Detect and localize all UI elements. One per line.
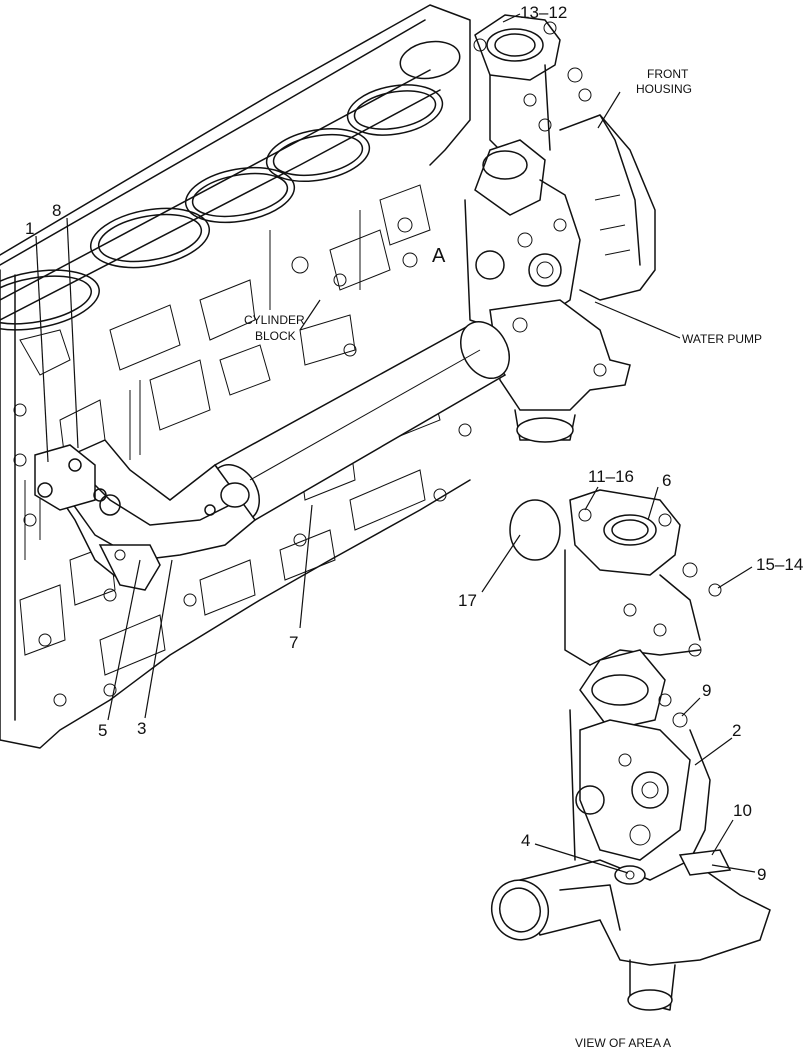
callout-15-14: 15–14 bbox=[756, 555, 803, 574]
front-housing-drawing bbox=[559, 114, 656, 301]
callout-1: 1 bbox=[25, 219, 34, 238]
callout-7: 7 bbox=[289, 633, 298, 652]
callout-13-12: 13–12 bbox=[520, 3, 567, 22]
callout-11-16: 11–16 bbox=[588, 467, 634, 486]
front-housing-label-line2: HOUSING bbox=[636, 82, 692, 96]
water-pump-drawing bbox=[464, 14, 631, 443]
callout-5: 5 bbox=[98, 721, 107, 740]
view-caption: VIEW OF AREA A bbox=[575, 1036, 671, 1050]
front-housing-label-line1: FRONT bbox=[647, 67, 689, 81]
callout-9-lower: 9 bbox=[757, 865, 766, 884]
view-a-drawing bbox=[491, 489, 771, 1011]
callout-3: 3 bbox=[137, 719, 146, 738]
callout-10: 10 bbox=[733, 801, 752, 820]
cylinder-bores bbox=[0, 40, 461, 331]
gasket-shape bbox=[509, 499, 561, 561]
tube-assembly-drawing bbox=[34, 321, 510, 591]
callout-6: 6 bbox=[662, 471, 671, 490]
area-a-marker: A bbox=[432, 245, 446, 267]
callout-9-upper: 9 bbox=[702, 681, 711, 700]
cylinder-block-label-line1: CYLINDER bbox=[244, 313, 305, 327]
leader-lines bbox=[35, 13, 756, 874]
callout-2: 2 bbox=[732, 721, 741, 740]
water-pump-label: WATER PUMP bbox=[682, 332, 762, 346]
cylinder-block-label-line2: BLOCK bbox=[255, 329, 296, 343]
cylinder-block-drawing bbox=[0, 4, 472, 749]
callout-4: 4 bbox=[521, 831, 530, 850]
callout-17: 17 bbox=[458, 591, 477, 610]
callout-8: 8 bbox=[52, 201, 61, 220]
